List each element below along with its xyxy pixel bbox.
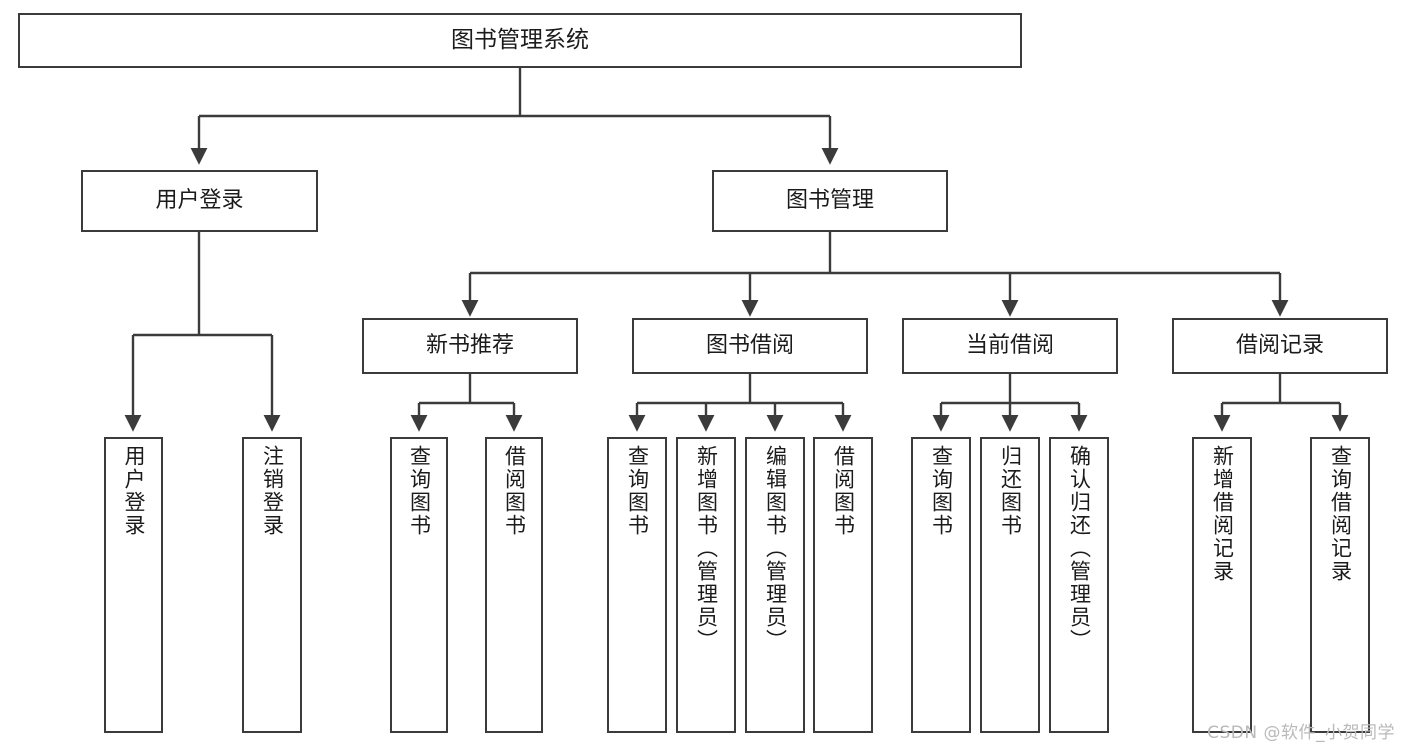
- node-leaf-edit-book[interactable]: 编辑图书（管理员）: [745, 437, 805, 733]
- node-leaf-borrow-book-2[interactable]: 借阅图书: [813, 437, 873, 733]
- node-leaf-confirm-return[interactable]: 确认归还（管理员）: [1049, 437, 1109, 733]
- node-leaf-borrow-book-1[interactable]: 借阅图书: [485, 437, 543, 733]
- node-leaf-query-borrow-record[interactable]: 查询借阅记录: [1310, 437, 1370, 733]
- node-book-management[interactable]: 图书管理: [712, 170, 948, 232]
- node-leaf-user-login[interactable]: 用户登录: [104, 437, 163, 733]
- node-leaf-return-book-label: 归还图书: [998, 445, 1023, 537]
- node-leaf-query-book-1-label: 查询图书: [407, 445, 432, 537]
- node-root[interactable]: 图书管理系统: [18, 13, 1022, 68]
- node-leaf-query-book-2[interactable]: 查询图书: [607, 437, 667, 733]
- node-book-borrow[interactable]: 图书借阅: [632, 318, 868, 374]
- node-leaf-query-book-3[interactable]: 查询图书: [911, 437, 971, 733]
- node-leaf-edit-book-label: 编辑图书（管理员）: [763, 445, 788, 652]
- node-new-book-recommend[interactable]: 新书推荐: [362, 318, 578, 374]
- node-leaf-user-login-label: 用户登录: [122, 445, 146, 537]
- node-leaf-query-book-2-label: 查询图书: [625, 445, 650, 537]
- node-leaf-add-book[interactable]: 新增图书（管理员）: [676, 437, 736, 733]
- node-leaf-add-book-label: 新增图书（管理员）: [694, 445, 719, 652]
- node-leaf-query-book-3-label: 查询图书: [929, 445, 954, 537]
- node-user-login-label: 用户登录: [155, 188, 244, 214]
- node-leaf-return-book[interactable]: 归还图书: [980, 437, 1040, 733]
- node-leaf-query-borrow-record-label: 查询借阅记录: [1328, 445, 1353, 583]
- node-leaf-logout-login-label: 注销登录: [260, 445, 285, 537]
- node-borrow-record[interactable]: 借阅记录: [1172, 318, 1388, 374]
- node-leaf-add-borrow-record-label: 新增借阅记录: [1210, 445, 1235, 583]
- node-user-login[interactable]: 用户登录: [81, 170, 318, 232]
- node-leaf-confirm-return-label: 确认归还（管理员）: [1067, 445, 1092, 652]
- node-leaf-add-borrow-record[interactable]: 新增借阅记录: [1192, 437, 1252, 733]
- node-new-book-recommend-label: 新书推荐: [425, 333, 514, 359]
- node-leaf-borrow-book-1-label: 借阅图书: [502, 445, 527, 537]
- node-borrow-record-label: 借阅记录: [1235, 333, 1324, 359]
- node-current-borrow-label: 当前借阅: [965, 333, 1054, 359]
- node-book-borrow-label: 图书借阅: [705, 333, 794, 359]
- node-root-label: 图书管理系统: [451, 26, 589, 53]
- node-leaf-borrow-book-2-label: 借阅图书: [831, 445, 856, 537]
- node-leaf-logout-login[interactable]: 注销登录: [242, 437, 302, 733]
- node-leaf-query-book-1[interactable]: 查询图书: [390, 437, 448, 733]
- node-book-management-label: 图书管理: [785, 188, 874, 214]
- node-current-borrow[interactable]: 当前借阅: [902, 318, 1118, 374]
